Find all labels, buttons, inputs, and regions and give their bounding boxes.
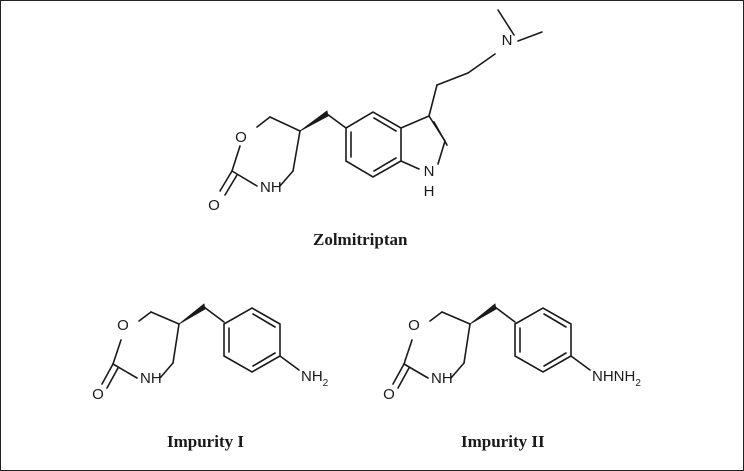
impurity-2-carbonyl-oxygen: O [383,386,395,403]
zolmitriptan-indole-hydrogen: H [424,183,435,200]
impurity-2-nh: NH [431,370,453,387]
impurity-1-structure [101,303,300,389]
zolmitriptan-amine-nitrogen: N [502,32,513,49]
zolmitriptan-indole-nitrogen: N [424,163,435,180]
impurity-1-carbonyl-oxygen: O [92,386,104,403]
zolmitriptan-carbonyl-oxygen: O [208,197,220,214]
impurity-1-amino: NH2 [301,368,329,389]
impurity-2-ring-oxygen: O [408,317,420,334]
zolmitriptan-caption: Zolmitriptan [313,230,408,249]
zolmitriptan-ring-oxygen: O [235,129,247,146]
zolmitriptan-nh: NH [260,179,282,196]
impurity-2-structure [392,303,591,389]
impurity-1-ring-oxygen: O [117,317,129,334]
impurity-2-caption: Impurity II [461,432,545,451]
impurity-1-caption: Impurity I [167,432,244,451]
zolmitriptan-structure [219,9,543,196]
impurity-1-nh: NH [140,370,162,387]
impurity-2-hydrazino: NHNH2 [592,368,641,389]
